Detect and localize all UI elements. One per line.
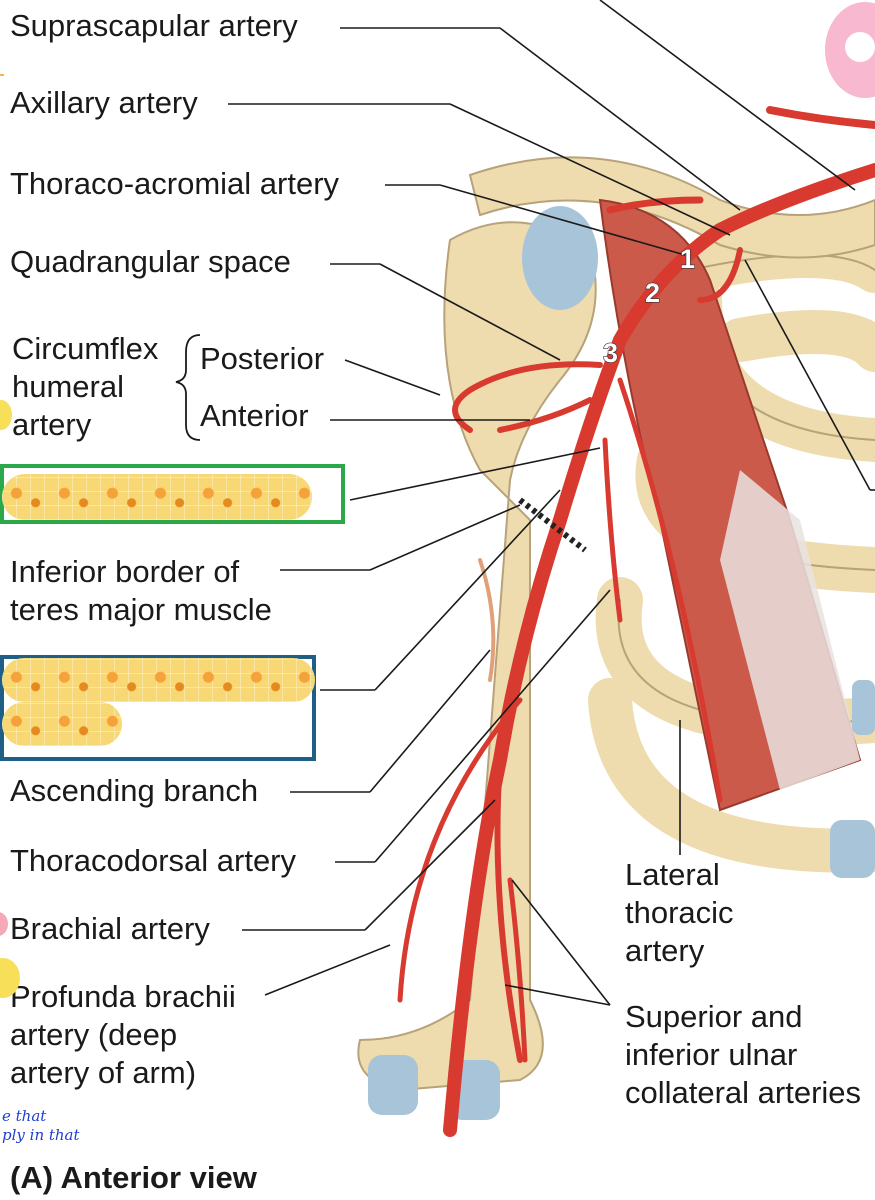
thoraco-acromial-artery-label: Thoraco-acromial artery xyxy=(10,166,340,201)
ascending-branch-label: Ascending branch xyxy=(10,773,259,808)
profunda-label-line3: artery of arm) xyxy=(10,1055,197,1090)
lateral-thoracic-label-line2: thoracic xyxy=(625,895,734,930)
anterior-label: Anterior xyxy=(200,398,309,433)
profunda-label-line2: artery (deep xyxy=(10,1017,178,1052)
segment-number-3: 3 xyxy=(603,338,618,368)
answer-cover-sticker[interactable] xyxy=(2,702,122,746)
highlight-dot xyxy=(0,912,8,936)
tendon xyxy=(720,470,860,790)
thoracodorsal-artery-label: Thoracodorsal artery xyxy=(10,843,297,878)
highlight-dot xyxy=(0,958,20,998)
circumflex-label-line2: humeral xyxy=(12,369,124,404)
figure-caption: (A) Anterior view xyxy=(10,1160,257,1195)
costal-cartilage xyxy=(830,820,875,878)
quadrangular-space-label: Quadrangular space xyxy=(10,244,291,279)
lateral-thoracic-label-line1: Lateral xyxy=(625,857,720,892)
lateral-thoracic-label-line3: artery xyxy=(625,933,705,968)
leader-lines xyxy=(228,0,875,1006)
handwritten-note-line2: ply in that xyxy=(2,1126,80,1144)
inferior-border-label-line1: Inferior border of xyxy=(10,554,240,589)
costal-cartilage xyxy=(852,680,875,735)
highlight-dot xyxy=(0,400,12,430)
posterior-label: Posterior xyxy=(200,341,325,376)
highlight-mark xyxy=(0,74,4,76)
suprascapular-artery-label: Suprascapular artery xyxy=(10,8,298,43)
circumflex-label-line1: Circumflex xyxy=(12,331,159,366)
inferior-border-label-line2: teres major muscle xyxy=(10,592,272,627)
blue-answer-box[interactable] xyxy=(0,655,316,761)
ulnar-collateral-label-line1: Superior and xyxy=(625,999,803,1034)
ulnar-collateral-label-line3: collateral arteries xyxy=(625,1075,862,1110)
circumflex-label-line3: artery xyxy=(12,407,92,442)
profunda-label-line1: Profunda brachii xyxy=(10,979,236,1014)
circumflex-brace xyxy=(175,334,201,441)
answer-cover-sticker[interactable] xyxy=(2,658,315,702)
brachial-artery-label: Brachial artery xyxy=(10,911,210,946)
chat-bubble-icon xyxy=(845,32,875,62)
ulnar-collateral-label-line2: inferior ulnar xyxy=(625,1037,798,1072)
teres-major-border-marker xyxy=(518,497,587,553)
handwritten-note-line1: e that xyxy=(2,1107,47,1125)
answer-cover-sticker[interactable] xyxy=(2,474,312,520)
axillary-artery-label: Axillary artery xyxy=(10,85,198,120)
segment-number-2: 2 xyxy=(645,278,660,308)
segment-number-1: 1 xyxy=(680,244,695,274)
